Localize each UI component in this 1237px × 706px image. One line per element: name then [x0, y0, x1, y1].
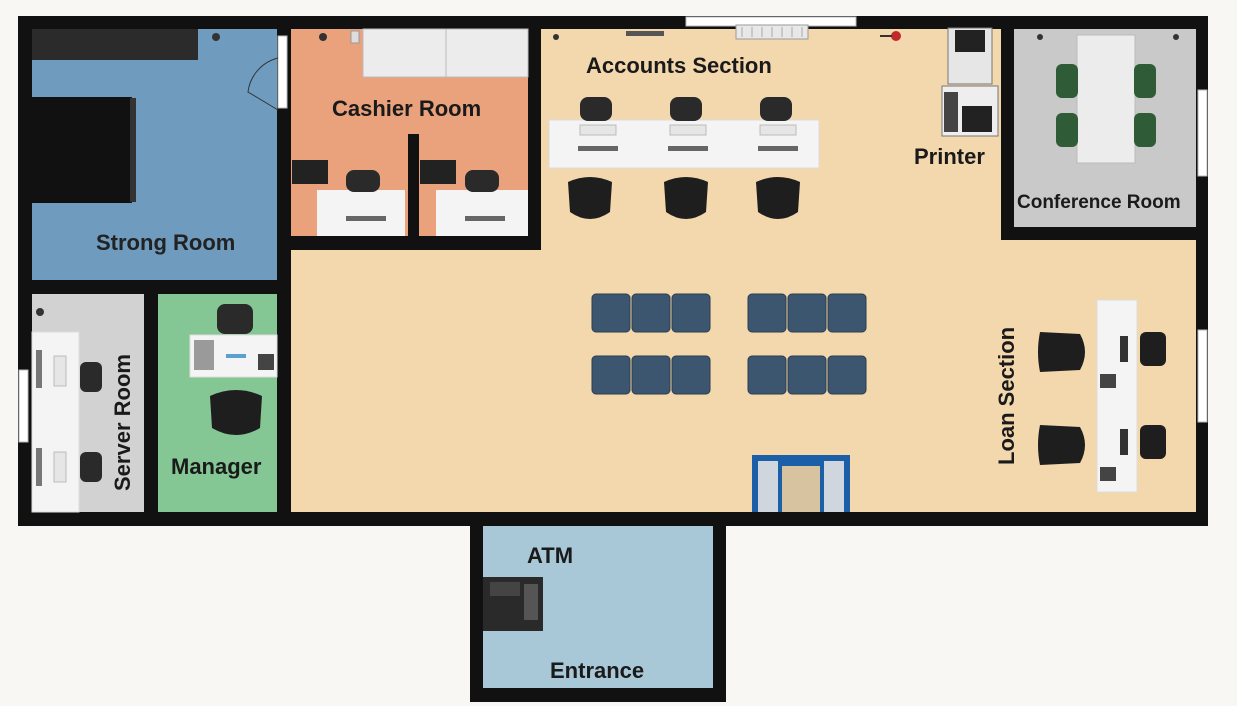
light-fixture: [212, 33, 220, 41]
room-label-server-room: Server Room: [110, 354, 135, 491]
window: [277, 35, 288, 109]
light-fixture: [319, 33, 327, 41]
safe: [32, 97, 132, 203]
room-label-strong-room: Strong Room: [96, 230, 236, 255]
chair: [210, 390, 262, 435]
chair: [568, 177, 612, 219]
chair: [580, 97, 612, 121]
conference-table: [1076, 34, 1136, 164]
cashier-partition: [408, 134, 419, 238]
loan-desk: [1096, 299, 1138, 493]
light-fixture: [36, 308, 44, 316]
chair: [1140, 425, 1166, 459]
light-fixture: [553, 34, 559, 40]
chair: [664, 177, 708, 219]
cashier-desk: [317, 190, 405, 236]
chair: [760, 97, 792, 121]
cashier-counter: [292, 160, 328, 184]
storage-cabinet: [32, 29, 198, 60]
room-label-loan-section: Loan Section: [994, 326, 1019, 465]
chair: [1038, 332, 1085, 372]
door: [782, 466, 820, 512]
room-label-manager: Manager: [171, 454, 262, 479]
light-fixture: [1037, 34, 1043, 40]
main-hall-floor: [291, 29, 1196, 512]
chair: [465, 170, 499, 192]
room-label-accounts-section: Accounts Section: [586, 53, 772, 78]
chair: [217, 304, 253, 334]
door-swing: [247, 57, 279, 111]
window: [1197, 89, 1208, 177]
chair: [80, 452, 102, 482]
window: [18, 369, 29, 443]
room-label-printer: Printer: [914, 144, 985, 169]
chair: [346, 170, 380, 192]
waiting-chairs: [591, 293, 867, 395]
room-label-cashier-room: Cashier Room: [332, 96, 482, 121]
cashier-desk: [436, 190, 528, 236]
room-label-conference-room: Conference Room: [1017, 192, 1181, 213]
chair: [1038, 425, 1085, 465]
room-label-entrance: Entrance: [550, 658, 645, 683]
chair: [756, 177, 800, 219]
light-fixture: [1173, 34, 1179, 40]
window: [1197, 329, 1208, 423]
cashier-counter: [420, 160, 456, 184]
room-label-atm: ATM: [527, 543, 574, 568]
chair: [1140, 332, 1166, 366]
chair: [80, 362, 102, 392]
fire-extinguisher: [891, 31, 901, 41]
chair: [670, 97, 702, 121]
